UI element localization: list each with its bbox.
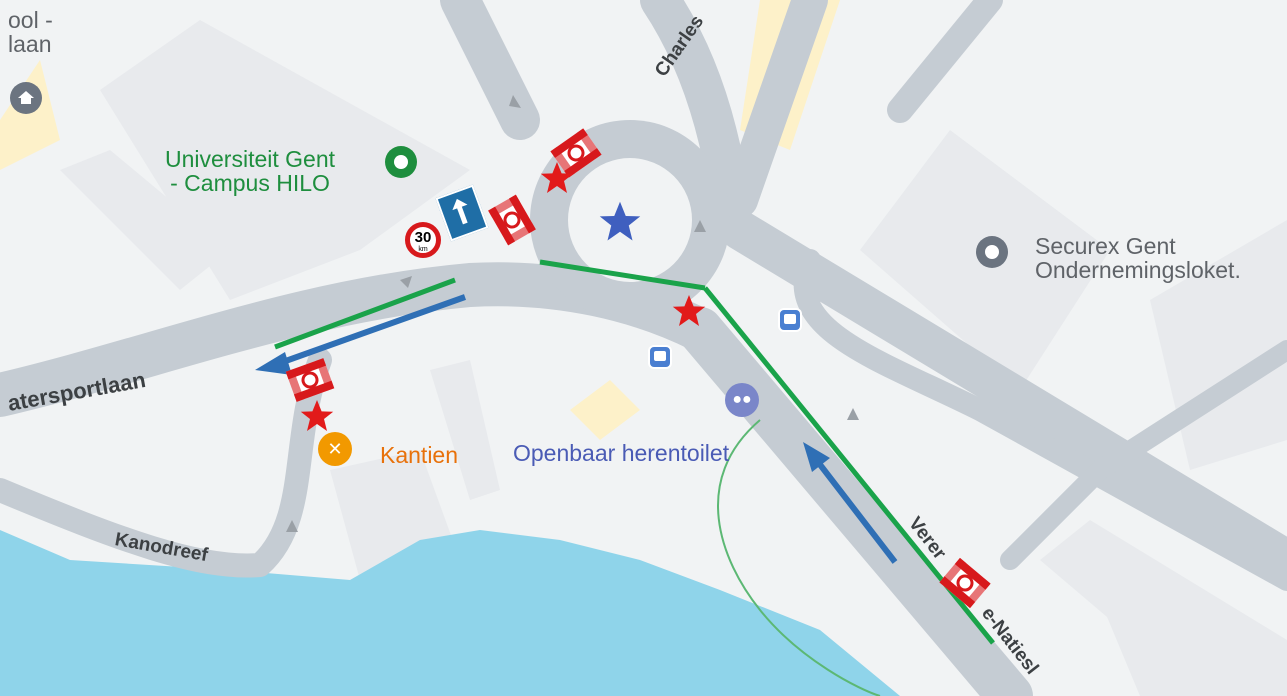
fork-knife-icon[interactable]: ✕ bbox=[318, 432, 352, 466]
restroom-icon[interactable]: ●● bbox=[725, 383, 759, 417]
graduation-cap-icon[interactable] bbox=[10, 82, 42, 114]
university-label[interactable]: Universiteit Gent - Campus HILO bbox=[165, 146, 336, 197]
speed-limit-sign-icon[interactable]: 30 km bbox=[405, 222, 441, 258]
grey-place-pin-icon[interactable] bbox=[976, 236, 1008, 268]
bus-stop-icon[interactable] bbox=[648, 345, 672, 369]
kanodreef-road bbox=[0, 348, 332, 578]
direction-arrows bbox=[255, 294, 898, 564]
toilet-label[interactable]: Openbaar herentoilet bbox=[513, 440, 730, 466]
partial-label-top-left: ool - laan bbox=[8, 7, 53, 58]
bus-stop-icon[interactable] bbox=[778, 308, 802, 332]
charles-road bbox=[640, 0, 750, 220]
green-place-pin-icon[interactable] bbox=[385, 146, 417, 178]
securex-label[interactable]: Securex Gent Ondernemingsloket. bbox=[1035, 233, 1241, 284]
kantien-label[interactable]: Kantien bbox=[380, 442, 459, 468]
